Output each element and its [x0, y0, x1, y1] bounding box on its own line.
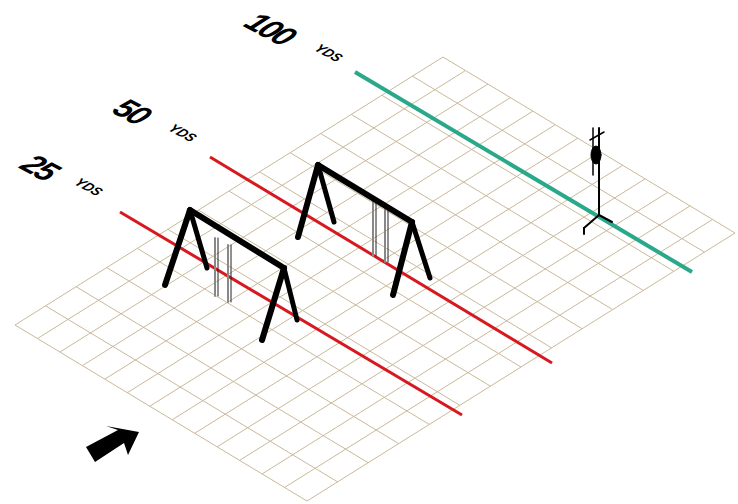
- distance-unit: YDS: [72, 176, 106, 198]
- range-line-50: [210, 157, 552, 363]
- distance-unit: YDS: [312, 42, 346, 64]
- distance-number: 100: [238, 8, 301, 50]
- distance-number: 25: [14, 150, 64, 185]
- range-line-25: [120, 212, 462, 415]
- direction-arrow: [86, 426, 139, 462]
- distance-unit: YDS: [166, 122, 200, 144]
- barricade-2: [298, 165, 430, 295]
- distance-number: 50: [106, 94, 156, 129]
- ground-grid: [15, 57, 735, 501]
- barricade-1: [165, 210, 297, 340]
- target-stand: [584, 128, 612, 234]
